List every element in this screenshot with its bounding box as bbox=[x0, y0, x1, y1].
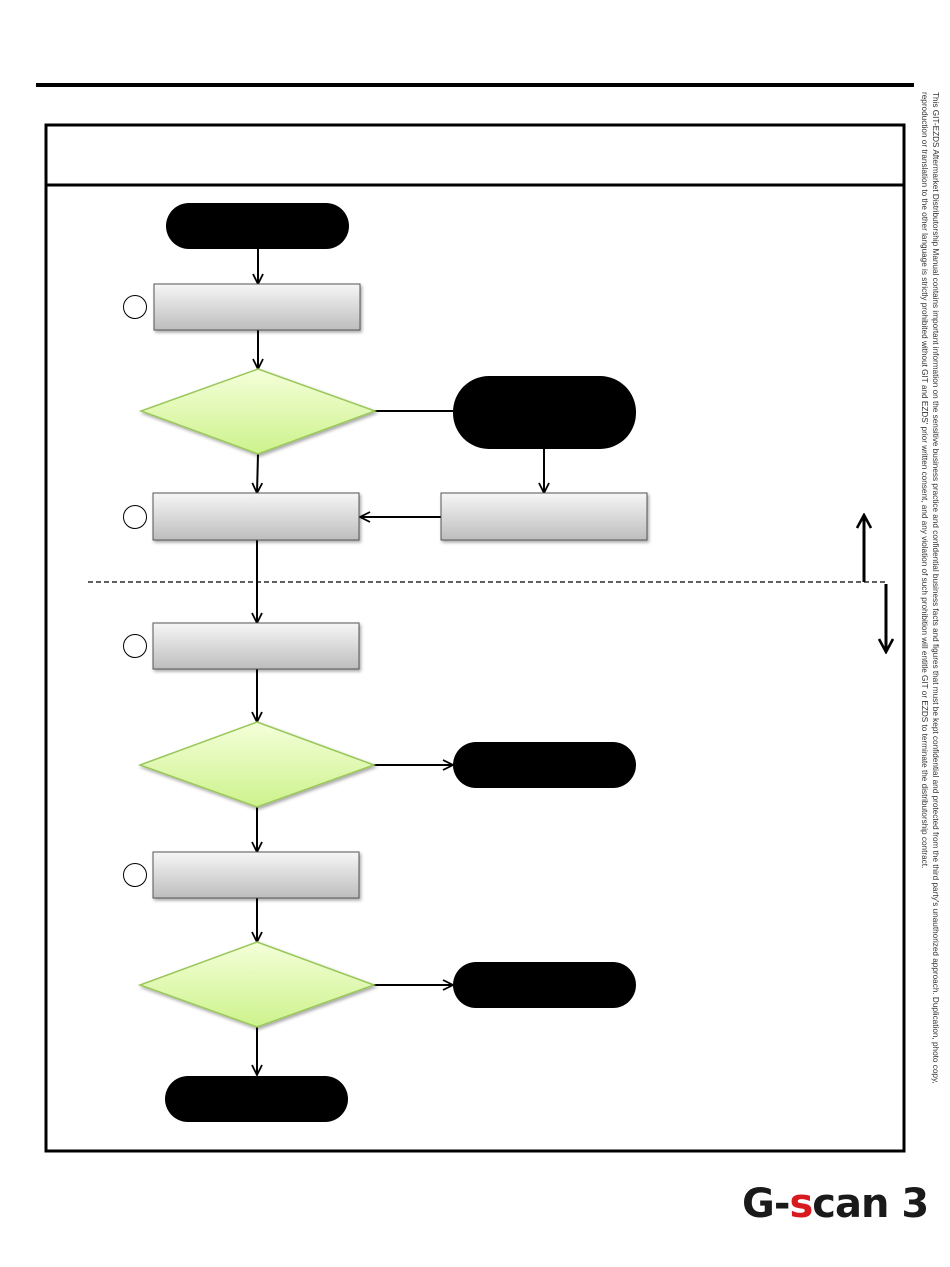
decision-3 bbox=[137, 941, 377, 1028]
end-terminal bbox=[165, 1076, 348, 1122]
decision-1 bbox=[138, 368, 378, 455]
start-terminal bbox=[166, 203, 349, 249]
decision2-exit-terminal bbox=[453, 742, 636, 788]
disclaimer-line-1: This GIT-EZDS Aftermarket Distributorshi… bbox=[931, 92, 940, 1084]
connector-decision1-to-step2 bbox=[257, 453, 258, 493]
disclaimer-line-2: reproduction or translation to the other… bbox=[920, 92, 929, 869]
diagram-frame bbox=[44, 123, 906, 1153]
logo-prefix: G- bbox=[742, 1181, 790, 1227]
step-circle-3 bbox=[123, 634, 147, 658]
gscan3-logo: G-scan 3 bbox=[742, 1180, 929, 1228]
process-step-2 bbox=[152, 492, 360, 541]
decision-2 bbox=[137, 721, 377, 808]
logo-accent: s bbox=[789, 1181, 813, 1227]
process-step-3 bbox=[152, 622, 360, 670]
process-step-4 bbox=[152, 851, 360, 899]
side-terminal bbox=[453, 376, 636, 449]
process-step-1 bbox=[153, 283, 361, 331]
confidentiality-disclaimer: This GIT-EZDS Aftermarket Distributorshi… bbox=[917, 92, 941, 1157]
step-circle-2 bbox=[123, 505, 147, 529]
connectors bbox=[257, 249, 544, 1075]
decision3-exit-terminal bbox=[453, 962, 636, 1008]
process-side-step bbox=[440, 492, 648, 541]
logo-suffix: can 3 bbox=[812, 1181, 929, 1227]
step-circle-1 bbox=[123, 295, 147, 319]
step-circle-4 bbox=[123, 863, 147, 887]
